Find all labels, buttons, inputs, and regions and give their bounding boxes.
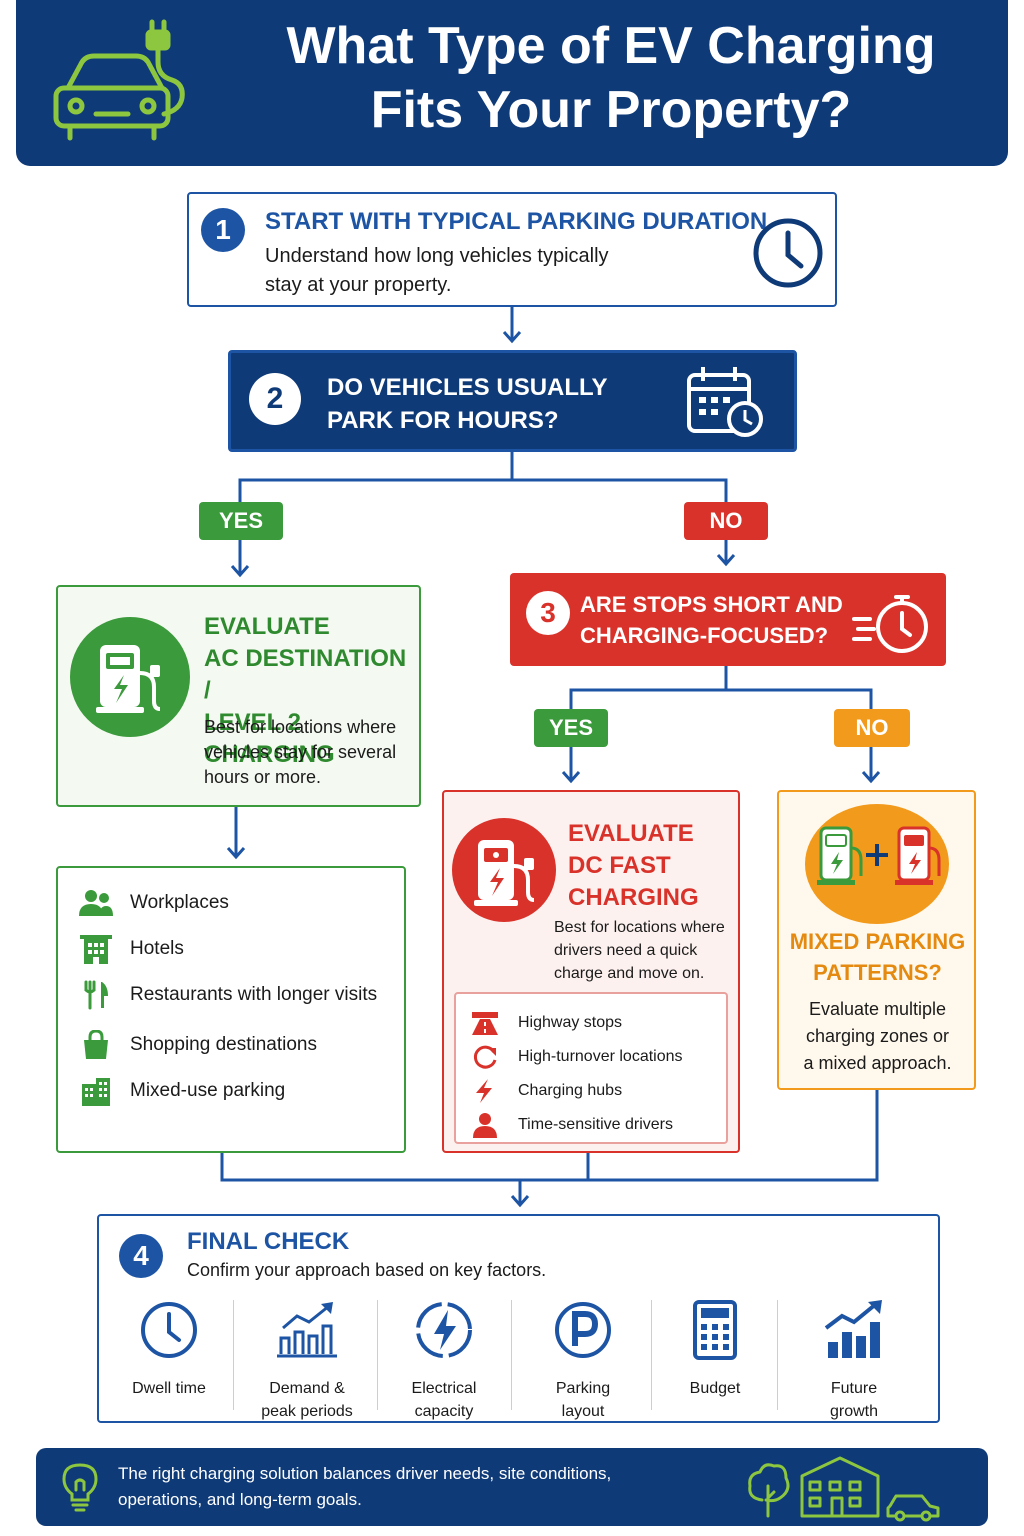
hotel-icon (80, 935, 112, 964)
step-1-number: 1 (201, 208, 245, 252)
factor-parking-layout: Parking layout (529, 1298, 637, 1423)
growth-chart-icon (824, 1300, 882, 1358)
factor-demand: Demand & peak periods (247, 1298, 367, 1423)
list-item: Mixed-use parking (78, 1076, 398, 1106)
mixed-parking-box: MIXED PARKING PATTERNS? Evaluate multipl… (777, 790, 976, 1090)
shopping-bag-icon (84, 1030, 108, 1059)
calculator-icon (693, 1300, 737, 1360)
step-4-number: 4 (119, 1234, 163, 1278)
mixed-parking-description: Evaluate multiple charging zones or a mi… (803, 999, 952, 1073)
list-item: Time-sensitive drivers (470, 1112, 720, 1138)
page-title: What Type of EV Charging Fits Your Prope… (286, 17, 936, 139)
factor-label: Demand & peak periods (261, 1380, 353, 1420)
step-4-final-check: 4 FINAL CHECK Confirm your approach base… (97, 1214, 940, 1423)
footer-text: The right charging solution balances dri… (118, 1464, 612, 1509)
divider (777, 1300, 778, 1410)
stopwatch-icon (852, 595, 928, 653)
dc-charging-description: Best for locations where drivers need a … (554, 919, 725, 982)
people-icon (79, 890, 113, 916)
step-1-description: Understand how long vehicles typically s… (265, 245, 609, 296)
dc-charging-title: EVALUATE DC FAST CHARGING (568, 820, 699, 911)
step-1-title: START WITH TYPICAL PARKING DURATION (265, 208, 768, 235)
lightning-icon (476, 1079, 492, 1103)
factor-budget: Budget (661, 1298, 769, 1400)
step-2-title: DO VEHICLES USUALLY PARK FOR HOURS? (327, 374, 608, 434)
factor-label: Electrical capacity (411, 1380, 477, 1420)
yes-tag-short-stops: YES (534, 709, 608, 747)
list-item-label: Restaurants with longer visits (130, 984, 378, 1005)
yes-tag-long-parking: YES (199, 502, 283, 540)
ac-charging-box: EVALUATE AC DESTINATION / LEVEL 2 CHARGI… (56, 585, 421, 807)
ac-location-list: Workplaces Hotels Restaurants with longe… (56, 866, 406, 1153)
list-item-label: Shopping destinations (130, 1034, 317, 1055)
ac-charging-title: EVALUATE AC DESTINATION / LEVEL 2 CHARGI… (204, 613, 407, 768)
step-2-box: 2 DO VEHICLES USUALLY PARK FOR HOURS? (228, 350, 797, 452)
building-icon (82, 1078, 110, 1106)
fork-knife-icon (84, 980, 108, 1010)
step-2-number: 2 (249, 373, 301, 425)
list-item-label: Workplaces (130, 892, 229, 913)
divider (651, 1300, 652, 1410)
list-item: Highway stops (470, 1010, 720, 1036)
trees-house-car-icon (748, 1456, 940, 1522)
refresh-icon (473, 1045, 497, 1069)
clock-icon (141, 1302, 197, 1358)
dc-location-list: Highway stops High-turnover locations Ch… (454, 992, 728, 1144)
clock-icon (753, 218, 823, 288)
divider (233, 1300, 234, 1410)
list-item: Shopping destinations (78, 1030, 398, 1060)
factor-future-growth: Future growth (799, 1298, 909, 1423)
list-item-label: Highway stops (518, 1014, 623, 1031)
list-item-label: Time-sensitive drivers (518, 1116, 673, 1133)
step-4-title: FINAL CHECK (187, 1228, 350, 1255)
list-item-label: Charging hubs (518, 1082, 623, 1099)
ac-charging-description: Best for locations where vehicles stay f… (204, 717, 397, 787)
step-3-box: 3 ARE STOPS SHORT AND CHARGING-FOCUSED? (510, 573, 946, 666)
highway-icon (472, 1012, 498, 1035)
ev-charger-icon (70, 617, 190, 737)
list-item: Hotels (78, 934, 398, 964)
divider (511, 1300, 512, 1410)
calendar-clock-icon (687, 367, 763, 437)
no-tag-short-stops: NO (834, 709, 910, 747)
step-4-subtitle: Confirm your approach based on key facto… (187, 1260, 547, 1280)
dc-fast-charging-box: EVALUATE DC FAST CHARGING Best for locat… (442, 790, 740, 1153)
factor-label: Parking layout (555, 1380, 611, 1420)
factor-dwell-time: Dwell time (115, 1298, 223, 1400)
factor-label: Budget (689, 1380, 741, 1397)
list-item-label: Mixed-use parking (130, 1080, 286, 1101)
ev-car-plug-icon (53, 19, 185, 141)
lightbulb-icon (62, 1463, 98, 1512)
list-item: Charging hubs (470, 1078, 720, 1104)
factor-label: Dwell time (132, 1380, 206, 1397)
fast-charger-icon (452, 818, 556, 922)
footer-banner: The right charging solution balances dri… (36, 1448, 988, 1526)
list-item: Workplaces (78, 888, 398, 918)
list-item-label: Hotels (130, 938, 184, 959)
trend-chart-icon (277, 1302, 337, 1358)
factor-electrical: Electrical capacity (389, 1298, 499, 1423)
parking-icon (555, 1302, 611, 1358)
list-item: High-turnover locations (470, 1044, 720, 1070)
divider (377, 1300, 378, 1410)
header-banner: What Type of EV Charging Fits Your Prope… (16, 0, 1008, 166)
two-chargers-icon (805, 804, 949, 924)
list-item: Restaurants with longer visits (78, 980, 398, 1010)
step-1-box: 1 START WITH TYPICAL PARKING DURATION Un… (187, 192, 837, 307)
no-tag-long-parking: NO (684, 502, 768, 540)
step-3-number: 3 (526, 591, 570, 635)
list-item-label: High-turnover locations (518, 1048, 683, 1065)
mixed-parking-title: MIXED PARKING PATTERNS? (789, 929, 966, 985)
step-3-title: ARE STOPS SHORT AND CHARGING-FOCUSED? (580, 592, 843, 648)
factor-label: Future growth (829, 1380, 879, 1420)
person-icon (473, 1113, 497, 1138)
bolt-circle-icon (416, 1302, 472, 1358)
